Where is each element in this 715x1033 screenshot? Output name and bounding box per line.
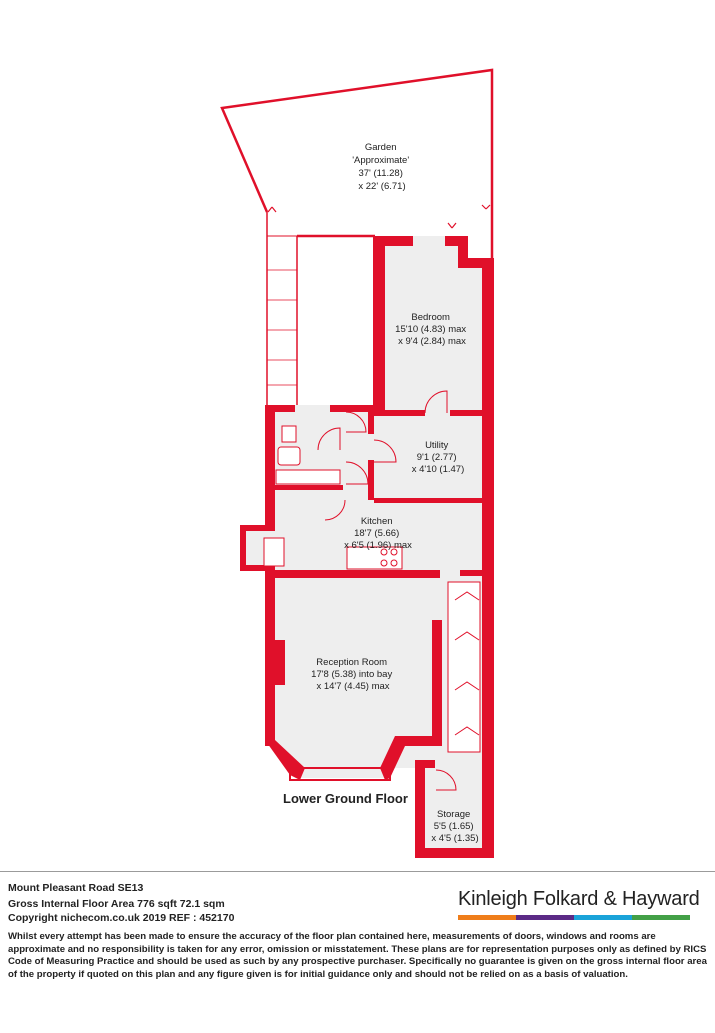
toilet-icon <box>281 425 297 443</box>
reception-length: 17'8 (5.38) into bay <box>311 669 392 680</box>
kitchen-width: x 6'5 (1.96) max <box>344 540 412 551</box>
garden-width: x 22' (6.71) <box>358 181 405 192</box>
kitchen-length: 18'7 (5.66) <box>354 528 399 539</box>
utility-name: Utility <box>425 440 448 451</box>
storage-name: Storage <box>437 809 470 820</box>
brand-logo: Kinleigh Folkard & Hayward <box>458 888 700 910</box>
building-floor <box>245 236 492 855</box>
hob-ring-icon <box>380 548 388 556</box>
kitchen-name: Kitchen <box>361 516 393 527</box>
cupboard-icon <box>447 581 481 753</box>
property-address: Mount Pleasant Road SE13 <box>8 882 144 894</box>
storage-length: 5'5 (1.65) <box>434 821 474 832</box>
hob-ring-icon <box>390 559 398 567</box>
room-label-kitchen: Kitchen 18'7 (5.66) x 6'5 (1.96) max <box>344 516 412 551</box>
bedroom-width: x 9'4 (2.84) max <box>398 336 466 347</box>
brand-color-bar <box>458 915 690 920</box>
garden-area <box>220 68 494 405</box>
fixtures <box>263 425 481 753</box>
room-label-bedroom: Bedroom 15'10 (4.83) max x 9'4 (2.84) ma… <box>395 312 469 347</box>
brand-bar-blue <box>574 915 632 920</box>
floor-area: Gross Internal Floor Area 776 sqft 72.1 … <box>8 898 225 910</box>
utility-length: 9'1 (2.77) <box>417 452 457 463</box>
doors <box>317 390 480 791</box>
room-label-utility: Utility 9'1 (2.77) x 4'10 (1.47) <box>412 440 465 475</box>
brand-bar-orange <box>458 915 516 920</box>
copyright: Copyright nichecom.co.uk 2019 REF : 4521… <box>8 912 235 924</box>
hob-ring-icon <box>390 548 398 556</box>
storage-width: x 4'5 (1.35) <box>431 833 478 844</box>
hob-ring-icon <box>380 559 388 567</box>
sink-icon <box>263 537 285 567</box>
room-label-garden: Garden 'Approximate' 37' (11.28) x 22' (… <box>352 142 412 192</box>
reception-name: Reception Room <box>316 657 387 668</box>
utility-width: x 4'10 (1.47) <box>412 464 465 475</box>
brand-bar-green <box>632 915 690 920</box>
floor-plan: Garden 'Approximate' 37' (11.28) x 22' (… <box>220 68 494 858</box>
walls <box>240 236 494 858</box>
garden-length: 37' (11.28) <box>358 168 402 179</box>
bathtub-icon <box>275 469 341 485</box>
worktop-icon <box>346 546 403 570</box>
basin-icon <box>277 446 301 466</box>
room-label-storage: Storage 5'5 (1.65) x 4'5 (1.35) <box>431 809 478 844</box>
footer-divider <box>0 871 715 872</box>
bedroom-name: Bedroom <box>411 312 450 323</box>
garden-note: 'Approximate' <box>352 155 409 166</box>
floor-label: Lower Ground Floor <box>283 791 408 806</box>
bedroom-length: 15'10 (4.83) max <box>395 324 466 335</box>
garden-name: Garden <box>365 142 397 153</box>
reception-width: x 14'7 (4.45) max <box>316 681 389 692</box>
disclaimer: Whilst every attempt has been made to en… <box>8 931 707 980</box>
room-label-reception: Reception Room 17'8 (5.38) into bay x 14… <box>311 657 395 692</box>
brand-bar-purple <box>516 915 574 920</box>
